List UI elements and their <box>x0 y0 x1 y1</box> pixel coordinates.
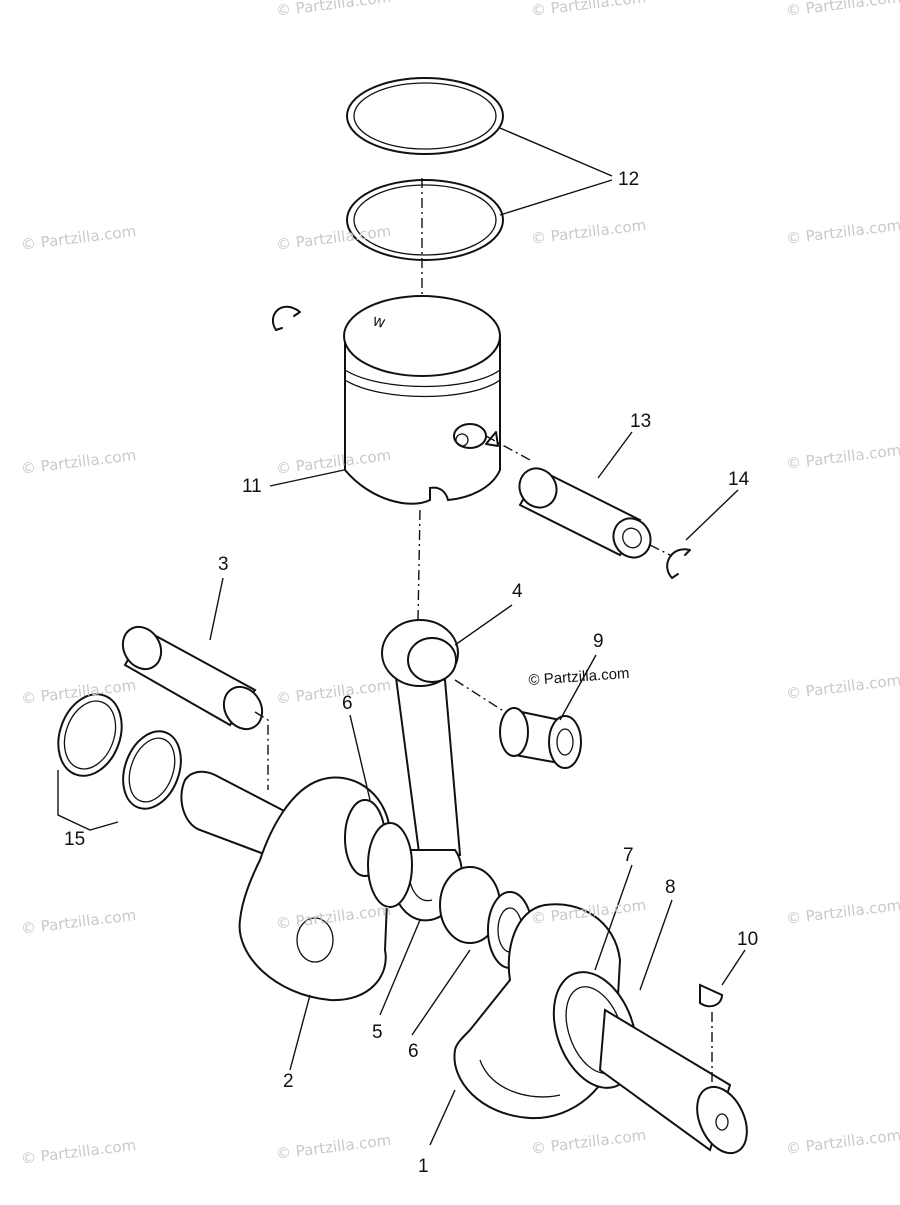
crank-half-left <box>180 770 413 1002</box>
svg-text:W: W <box>371 314 386 331</box>
callout-3: 3 <box>218 554 229 575</box>
callout-7: 7 <box>623 845 634 866</box>
piston-ring-lower <box>346 179 504 261</box>
callout-12: 12 <box>618 169 640 190</box>
needle-bearing <box>499 707 582 769</box>
callout-15: 15 <box>64 829 86 850</box>
crankshaft-taper-end <box>598 1008 748 1155</box>
piston-ring-upper <box>346 77 504 155</box>
connecting-rod <box>381 619 463 922</box>
woodruff-key <box>699 983 724 1008</box>
callout-11: 11 <box>242 476 262 497</box>
callout-1: 1 <box>418 1156 429 1177</box>
callout-2: 2 <box>283 1071 294 1092</box>
leader-lines <box>57 127 746 1146</box>
callout-6-upper: 6 <box>342 693 353 714</box>
callout-5: 5 <box>372 1022 383 1043</box>
callout-14: 14 <box>728 469 750 490</box>
piston-pin-clip-left <box>271 305 301 331</box>
piston-pin <box>518 467 652 559</box>
callout-10: 10 <box>737 929 759 950</box>
callout-13: 13 <box>630 411 652 432</box>
piston-pin-clip-right <box>666 548 691 579</box>
crankshaft-seals <box>57 693 182 810</box>
callout-6-lower: 6 <box>408 1041 419 1062</box>
piston: W <box>343 295 501 505</box>
crank-pin <box>121 625 264 731</box>
callout-8: 8 <box>665 877 676 898</box>
callout-4: 4 <box>512 581 523 602</box>
callout-9: 9 <box>593 631 604 652</box>
